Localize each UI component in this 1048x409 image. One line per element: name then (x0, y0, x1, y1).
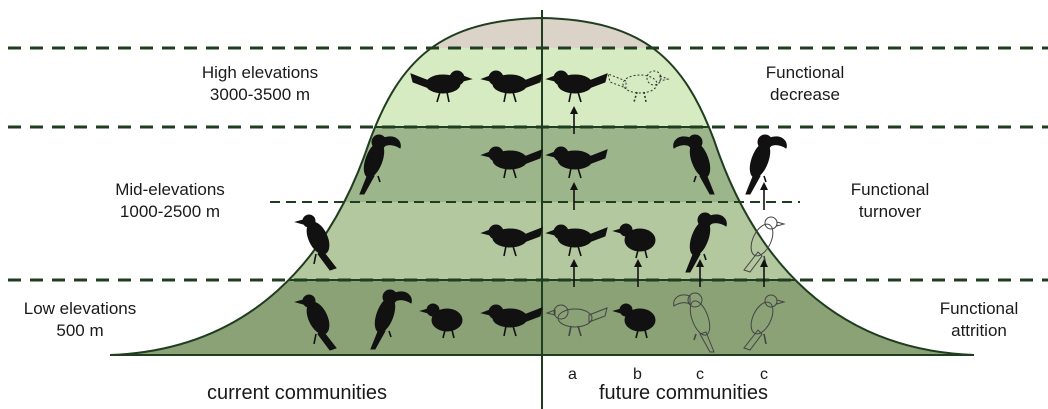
zone-high-range: 3000-3500 m (170, 84, 350, 106)
current-communities-label: current communities (207, 382, 387, 405)
zone-label-high: High elevations 3000-3500 m (170, 62, 350, 106)
outcome-label-decrease: Functional decrease (730, 62, 880, 106)
toucan-icon (746, 135, 786, 194)
zone-label-mid: Mid-elevations 1000-2500 m (70, 179, 270, 223)
zone-low-range: 500 m (0, 320, 160, 342)
outcome-decrease-title: Functional (730, 62, 880, 84)
outcome-turnover-title: Functional (815, 179, 965, 201)
zone-low-title: Low elevations (0, 298, 160, 320)
arrow-up-icon (760, 182, 768, 210)
zone-high-title: High elevations (170, 62, 350, 84)
zone-label-low: Low elevations 500 m (0, 298, 160, 342)
outcome-label-turnover: Functional turnover (815, 179, 965, 223)
outcome-decrease-sub: decrease (730, 84, 880, 106)
summit-band (0, 0, 1048, 48)
outcome-attrition-title: Functional (910, 298, 1048, 320)
zone-mid-title: Mid-elevations (70, 179, 270, 201)
outcome-turnover-sub: turnover (815, 201, 965, 223)
zone-mid-range: 1000-2500 m (70, 201, 270, 223)
outcome-label-attrition: Functional attrition (910, 298, 1048, 342)
future-communities-label: future communities (599, 382, 768, 405)
column-label-a: a (568, 366, 577, 384)
outcome-attrition-sub: attrition (910, 320, 1048, 342)
